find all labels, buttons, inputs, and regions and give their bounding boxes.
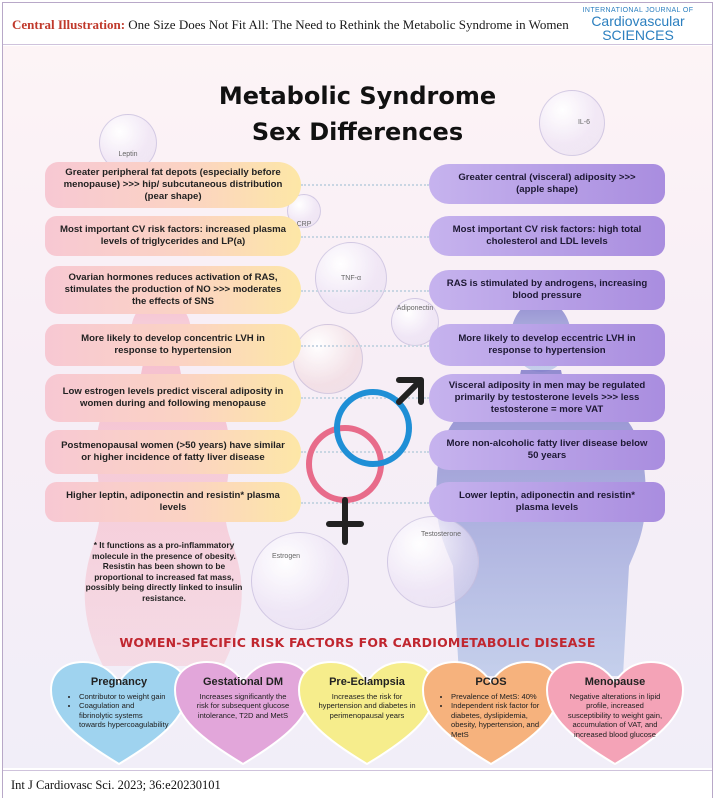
heart-menopause: Menopause Negative alterations in lipid …: [545, 660, 685, 765]
connector-line: [301, 502, 429, 504]
heart-pcos: PCOS Prevalence of MetS: 40% Independent…: [421, 660, 561, 765]
heart-text: Increases significantly the risk for sub…: [196, 692, 290, 720]
crp-label: CRP: [296, 221, 312, 228]
header-lead: Central Illustration:: [12, 17, 126, 32]
il6-bubble: IL-6: [539, 90, 605, 156]
connector-line: [301, 184, 429, 186]
heart-title: PCOS: [475, 676, 507, 688]
connector-line: [301, 345, 429, 347]
connector-line: [301, 236, 429, 238]
heart-bullets: Prevalence of MetS: 40% Independent risk…: [441, 692, 541, 739]
tnf-bubble: TNF-α: [315, 242, 387, 314]
journal-line-3: SCIENCES: [602, 27, 674, 43]
main-title-line-2: Sex Differences: [251, 118, 464, 146]
header-title: Central Illustration: One Size Does Not …: [12, 17, 569, 33]
men-fact: Greater central (visceral) adiposity >>>…: [429, 164, 665, 204]
heart-pregnancy: Pregnancy Contributor to weight gain Coa…: [49, 660, 189, 765]
heart-icon: [545, 660, 685, 765]
women-fact: Ovarian hormones reduces activation of R…: [45, 266, 301, 314]
women-fact: Greater peripheral fat depots (especiall…: [45, 162, 301, 208]
heart-pre-eclampsia: Pre-Eclampsia Increases the risk for hyp…: [297, 660, 437, 765]
men-fact: More likely to develop eccentric LVH in …: [429, 324, 665, 366]
connector-line: [301, 290, 429, 292]
women-fact: Higher leptin, adiponectin and resistin*…: [45, 482, 301, 522]
estrogen-label: Estrogen: [271, 553, 301, 560]
header: Central Illustration: One Size Does Not …: [3, 3, 712, 45]
women-fact: More likely to develop concentric LVH in…: [45, 324, 301, 366]
adiponectin-label: Adiponectin: [396, 305, 434, 312]
heart-bullet: Independent risk factor for diabetes, dy…: [451, 701, 541, 739]
risk-factors-title: WOMEN-SPECIFIC RISK FACTORS FOR CARDIOME…: [119, 635, 596, 650]
men-fact: More non-alcoholic fatty liver disease b…: [429, 430, 665, 470]
journal-line-1: International Journal of: [582, 7, 694, 14]
journal-line-2: Cardiovascular: [591, 13, 685, 29]
heart-title: Gestational DM: [202, 676, 284, 688]
citation: Int J Cardiovasc Sci. 2023; 36:e20230101: [11, 778, 221, 792]
main-title-line-1: Metabolic Syndrome: [218, 82, 497, 110]
il6-label: IL-6: [577, 119, 591, 126]
gender-symbols-icon: [306, 377, 424, 545]
footer: Int J Cardiovasc Sci. 2023; 36:e20230101: [3, 770, 712, 798]
heart-bullet: Prevalence of MetS: 40%: [451, 692, 541, 701]
connector-line: [301, 397, 429, 399]
men-fact: Most important CV risk factors: high tot…: [429, 216, 665, 256]
men-fact: Visceral adiposity in men may be regulat…: [429, 374, 665, 422]
women-fact: Postmenopausal women (>50 years) have si…: [45, 430, 301, 474]
men-fact: RAS is stimulated by androgens, increasi…: [429, 270, 665, 310]
connector-line: [301, 451, 429, 453]
leptin-label: Leptin: [118, 151, 138, 158]
tnf-label: TNF-α: [341, 275, 361, 282]
testosterone-bubble: Testosterone: [387, 516, 479, 608]
heart-title: Pre-Eclampsia: [329, 676, 405, 688]
men-fact: Lower leptin, adiponectin and resistin* …: [429, 482, 665, 522]
main-illustration: Leptin CRP TNF-α Adiponectin IL-6 Estrog…: [3, 46, 712, 768]
header-title-text: One Size Does Not Fit All: The Need to R…: [128, 17, 569, 32]
women-fact: Low estrogen levels predict visceral adi…: [45, 374, 301, 422]
heart-text: Negative alterations in lipid profile, i…: [567, 692, 663, 739]
journal-logo: International Journal of Cardiovascular …: [578, 7, 698, 42]
heart-gestational-dm: Gestational DM Increases significantly t…: [173, 660, 313, 765]
heart-title: Menopause: [584, 676, 646, 688]
heart-bullets: Contributor to weight gain Coagulation a…: [69, 692, 169, 730]
heart-bullet: Contributor to weight gain: [79, 692, 169, 701]
testosterone-label: Testosterone: [420, 531, 462, 538]
heart-title: Pregnancy: [90, 676, 148, 688]
estrogen-bubble: Estrogen: [251, 532, 349, 630]
heart-text: Increases the risk for hypertension and …: [318, 692, 416, 720]
resistin-footnote: * It functions as a pro-inflammatory mol…: [85, 540, 243, 603]
heart-bullet: Coagulation and fibrinolytic systems tow…: [79, 701, 169, 729]
fat-cells-bubble: [293, 324, 363, 394]
women-fact: Most important CV risk factors: increase…: [45, 216, 301, 256]
